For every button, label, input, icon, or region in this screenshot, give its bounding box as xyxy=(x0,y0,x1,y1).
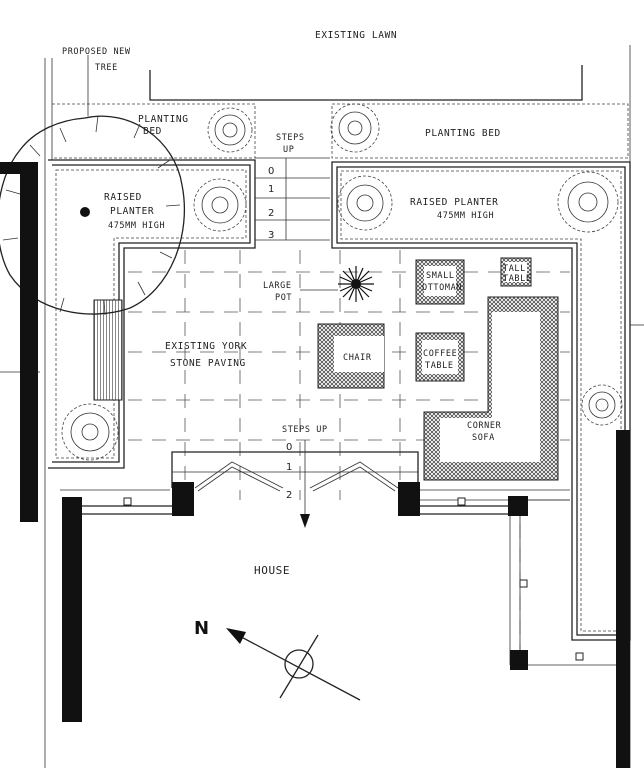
house-walls: House xyxy=(0,162,630,768)
shrub xyxy=(557,171,619,233)
corner-sofa-label-1: Corner xyxy=(467,421,502,431)
planting-bed-left-label-1: Planting xyxy=(138,114,189,125)
raised-planter-left: Raised Planter 475mm High xyxy=(48,159,256,469)
step-bottom-0: 0 xyxy=(286,442,292,453)
steps-top: Steps Up 0 1 2 3 xyxy=(255,133,330,241)
proposed-tree-label-1: Proposed New xyxy=(62,47,131,57)
tall-table-label-1: Tall xyxy=(503,264,526,274)
planting-bed-left-label-2: Bed xyxy=(143,126,162,137)
existing-lawn-label: Existing Lawn xyxy=(315,30,397,41)
large-pot-label-1: Large xyxy=(263,281,292,291)
tree-trunk-icon xyxy=(80,207,90,217)
planting-bed-right-label: Planting Bed xyxy=(425,128,501,139)
planting-bed-left: Planting Bed xyxy=(52,103,256,159)
north-arrow: N xyxy=(194,618,361,701)
proposed-tree-label-2: Tree xyxy=(95,63,118,73)
steps-top-label-2: Up xyxy=(283,145,294,155)
steps-bottom-label: Steps Up xyxy=(282,425,328,435)
north-arrow-icon xyxy=(226,628,246,644)
lawn-area: Existing Lawn xyxy=(149,30,583,101)
small-ottoman-label-1: Small xyxy=(426,271,455,281)
proposed-tree: Proposed New Tree xyxy=(0,47,186,316)
timber-bench xyxy=(93,299,123,401)
corner-sofa-label-2: Sofa xyxy=(472,433,495,443)
existing-paving-label-1: Existing York xyxy=(165,341,247,352)
tall-table-label-2: Table xyxy=(503,274,532,284)
raised-planter-left-label-1: Raised xyxy=(104,192,142,203)
large-pot: Large Pot xyxy=(263,266,374,303)
step-bottom-2: 2 xyxy=(286,490,292,501)
chair: Chair xyxy=(317,323,385,389)
shrub xyxy=(61,403,119,461)
shrub xyxy=(330,103,380,153)
step-bottom-1: 1 xyxy=(286,462,292,473)
corner-sofa: Corner Sofa xyxy=(423,296,559,481)
north-label: N xyxy=(194,618,209,639)
raised-planter-left-label-2: Planter xyxy=(110,206,154,217)
step-top-3: 3 xyxy=(268,230,274,241)
shrub xyxy=(207,107,253,153)
raised-planter-right: Raised Planter 475mm High xyxy=(331,161,631,641)
small-ottoman-label-2: Ottoman xyxy=(422,283,462,293)
planting-bed-right: Planting Bed xyxy=(331,103,629,159)
house-label: House xyxy=(254,564,290,577)
existing-paving-label-2: Stone Paving xyxy=(170,358,246,369)
shrubs xyxy=(61,103,623,461)
shrub xyxy=(581,384,623,426)
step-top-1: 1 xyxy=(268,184,274,195)
step-top-2: 2 xyxy=(268,208,274,219)
steps-bottom: Steps Up 0 1 2 xyxy=(171,425,419,528)
shrub xyxy=(193,178,247,232)
raised-planter-left-label-3: 475mm High xyxy=(108,221,165,231)
coffee-table-label-1: Coffee xyxy=(423,349,457,359)
tall-table: Tall Table xyxy=(500,257,532,287)
steps-top-label-1: Steps xyxy=(276,133,305,143)
coffee-table-label-2: Table xyxy=(425,361,454,371)
large-pot-label-2: Pot xyxy=(275,293,292,303)
coffee-table: Coffee Table xyxy=(415,332,465,382)
large-pot-icon xyxy=(338,266,374,302)
small-ottoman: Small Ottoman xyxy=(415,259,465,305)
raised-planter-right-label-2: 475mm High xyxy=(437,211,494,221)
arrow-down-icon xyxy=(300,514,310,528)
chair-label: Chair xyxy=(343,353,372,363)
shrub xyxy=(337,175,393,231)
step-top-0: 0 xyxy=(268,166,274,177)
raised-planter-right-label-1: Raised Planter xyxy=(410,197,498,208)
